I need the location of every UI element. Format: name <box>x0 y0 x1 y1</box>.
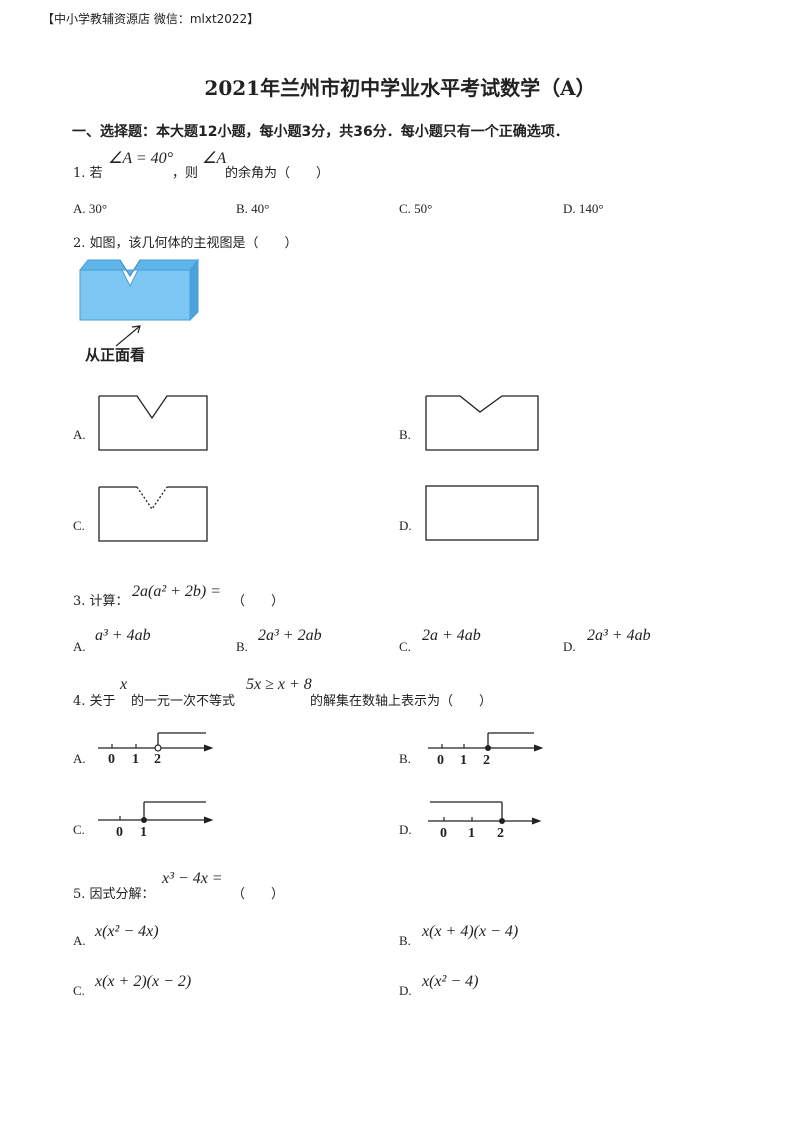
q4-b-tick-1: 1 <box>460 753 467 768</box>
q4-option-a-letter[interactable]: A. <box>73 751 86 766</box>
q5-option-c-expr[interactable]: x(x + 2)(x − 2) <box>95 973 192 990</box>
q3-option-a-expr[interactable]: a³ + 4ab <box>95 627 151 644</box>
q4-option-d-numberline[interactable] <box>426 800 548 844</box>
figure-caption: 从正面看 <box>85 346 146 364</box>
q4-option-d-letter[interactable]: D. <box>399 822 412 837</box>
q3-option-d-expr[interactable]: 2a³ + 4ab <box>587 627 651 644</box>
q4-a-tick-2: 2 <box>154 752 161 767</box>
q2-option-d-letter[interactable]: D. <box>399 518 412 533</box>
q5-option-c-letter[interactable]: C. <box>73 983 85 998</box>
q3-option-a-letter[interactable]: A. <box>73 639 86 654</box>
q5-option-d-letter[interactable]: D. <box>399 983 412 998</box>
q2-option-a-letter[interactable]: A. <box>73 427 86 442</box>
q4-option-a-numberline[interactable] <box>96 730 218 774</box>
q2-option-c-letter[interactable]: C. <box>73 518 85 533</box>
header-note: 【中小学教辅资源店 微信：mlxt2022】 <box>42 12 260 26</box>
view-arrow <box>115 325 141 347</box>
q4-a-tick-0: 0 <box>108 752 115 767</box>
q4-d-tick-1: 1 <box>468 826 475 841</box>
q5-option-d-expr[interactable]: x(x² − 4) <box>422 973 479 990</box>
q4-b-tick-0: 0 <box>437 753 444 768</box>
q2-option-b-letter[interactable]: B. <box>399 427 411 442</box>
q2-option-c-figure[interactable] <box>98 486 209 543</box>
q2-option-b-figure[interactable] <box>425 394 540 452</box>
q3-option-b-letter[interactable]: B. <box>236 639 248 654</box>
q3-expr: 2a(a² + 2b) = <box>132 583 222 600</box>
q4-expr: 5x ≥ x + 8 <box>246 676 312 693</box>
q4-var: x <box>120 676 128 693</box>
q5-option-a-letter[interactable]: A. <box>73 933 86 948</box>
q4-d-tick-0: 0 <box>440 826 447 841</box>
q1-mid: ，则 <box>172 166 199 181</box>
q3-option-c-expr[interactable]: 2a + 4ab <box>422 627 481 644</box>
q3-option-d-letter[interactable]: D. <box>563 639 576 654</box>
q4-a-tick-1: 1 <box>132 752 139 767</box>
q2-option-d-figure[interactable] <box>425 485 540 542</box>
q4-tail: 的解集在数轴上表示为（ ） <box>310 694 493 709</box>
q2-option-a-figure[interactable] <box>98 395 209 452</box>
q5-expr: x³ − 4x = <box>162 870 223 887</box>
q5-option-b-letter[interactable]: B. <box>399 933 411 948</box>
q4-c-tick-1: 1 <box>140 825 147 840</box>
q3-option-c-letter[interactable]: C. <box>399 639 411 654</box>
q5-option-b-expr[interactable]: x(x + 4)(x − 4) <box>422 923 519 940</box>
q3-option-b-expr[interactable]: 2a³ + 2ab <box>258 627 322 644</box>
q1-option-c[interactable]: C. 50° <box>399 201 433 216</box>
q4-prefix: 4. 关于 <box>73 694 116 709</box>
section-header: 一、选择题：本大题12小题，每小题3分，共36分．每小题只有一个正确选项． <box>72 124 569 140</box>
q1-tail: 的余角为（ ） <box>225 166 330 181</box>
q5-option-a-expr[interactable]: x(x² − 4x) <box>95 923 159 940</box>
q4-option-c-letter[interactable]: C. <box>73 822 85 837</box>
q4-d-tick-2: 2 <box>497 826 504 841</box>
q4-option-b-numberline[interactable] <box>426 730 548 774</box>
q1-option-d[interactable]: D. 140° <box>563 201 604 216</box>
q1-expr-a: ∠A <box>202 150 227 167</box>
q1-option-b[interactable]: B. 40° <box>236 201 270 216</box>
q5-text: 5. 因式分解： <box>73 887 155 902</box>
q4-option-b-letter[interactable]: B. <box>399 751 411 766</box>
q2-text: 2. 如图，该几何体的主视图是（ ） <box>73 236 298 251</box>
q3-tail: （ ） <box>232 594 285 609</box>
q4-b-tick-2: 2 <box>483 753 490 768</box>
q1-number: 1. 若 <box>73 166 103 181</box>
q4-option-c-numberline[interactable] <box>96 800 218 844</box>
q3-text: 3. 计算： <box>73 594 129 609</box>
q4-mid: 的一元一次不等式 <box>131 694 236 709</box>
q4-c-tick-0: 0 <box>116 825 123 840</box>
page-title: 2021年兰州市初中学业水平考试数学（A） <box>204 76 596 100</box>
solid-figure <box>78 258 200 322</box>
q5-tail: （ ） <box>232 887 285 902</box>
q1-option-a[interactable]: A. 30° <box>73 201 108 216</box>
q1-expr-angle: ∠A = 40° <box>108 150 174 167</box>
